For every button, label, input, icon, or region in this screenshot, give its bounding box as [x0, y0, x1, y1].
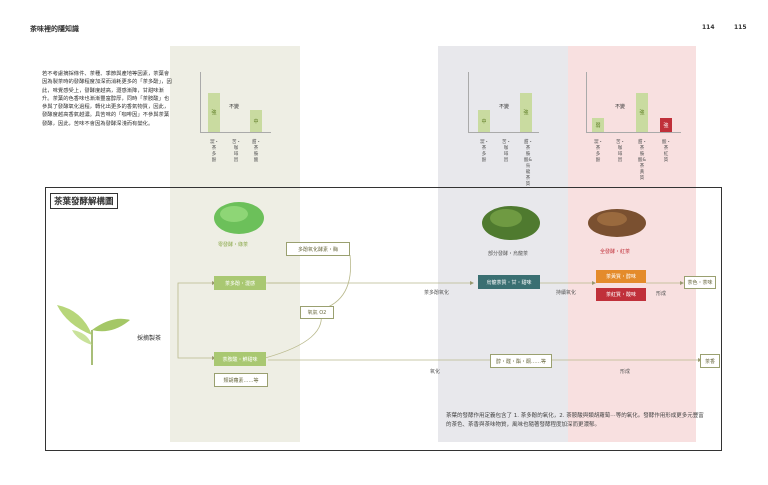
carotenoid-box: 類胡蘿素……等 [214, 373, 268, 387]
bar-label-sweetness: 甜・茶胺酸&烏龍茶質 [524, 140, 533, 187]
bar-sourness: 強 [660, 118, 672, 132]
bar-label-bitterness: 苦・咖啡因 [616, 140, 625, 163]
bar-sweetness: 中 [250, 110, 262, 132]
black-tea-label: 全發酵・紅茶 [600, 249, 631, 255]
continue-oxidation-label: 持續氧化 [556, 290, 577, 296]
bar-label-sourness: 酸・茶紅質 [662, 140, 671, 163]
bar-bitterness: 不變 [498, 104, 509, 110]
enzyme-box: 多酚氧化酵素・酶 [286, 242, 350, 256]
oxidation-label-2: 氧化 [430, 369, 441, 375]
oolong-leaves-icon [482, 206, 540, 240]
intro-text: 若不考慮摘採條件、茶種、季節與產地等因素，茶葉會因為製茶時的發酵程度加深而消耗更… [42, 71, 172, 127]
page-number-right: 115 [734, 24, 747, 31]
thearubigin-box: 茶紅質・酸味 [596, 288, 646, 301]
bar-sweetness: 強 [636, 93, 648, 132]
polyphenol-box: 茶多酚・澀感 [214, 276, 266, 290]
bar-sweetness: 強 [520, 93, 532, 132]
aroma-box: 茶香 [700, 354, 720, 368]
theaflavin-box: 茶黃質・醇味 [596, 270, 646, 283]
bar-label-astringency: 澀・茶多酚 [594, 140, 603, 163]
oxygen-box: 氧氣 O2 [300, 306, 334, 319]
fresh-tea-leaf-icon [57, 305, 130, 365]
oolong-label: 部分發酵・烏龍茶 [488, 251, 529, 257]
bar-label-bitterness: 苦・咖啡因 [232, 140, 241, 163]
bar-label-astringency: 澀・茶多酚 [210, 140, 219, 163]
bar-bitterness: 不變 [228, 104, 239, 110]
form-label-2: 形成 [620, 369, 631, 375]
diagram-title: 茶葉發酵解構圖 [50, 193, 118, 209]
color-taste-box: 茶色・茶味 [684, 276, 716, 289]
page-number-left: 114 [702, 24, 715, 31]
theanine-box: 茶胺酸・鮮甜味 [214, 352, 266, 366]
fresh-leaf-label: 採摘製茶 [137, 335, 162, 342]
oolong-substance-box: 烏龍茶質・甘・甜味 [478, 275, 540, 289]
black-tea-leaves-icon [588, 209, 646, 237]
form-label-1: 形成 [656, 291, 667, 297]
bar-astringency: 中 [478, 110, 490, 132]
black-tea-band [568, 46, 696, 442]
diagram-frame [45, 187, 722, 451]
bar-label-bitterness: 苦・咖啡因 [502, 140, 511, 163]
green-tea-label: 零發酵・綠茶 [218, 242, 249, 248]
oolong-band [438, 46, 568, 442]
bar-label-sweetness: 甜・茶胺酸 [252, 140, 261, 163]
diagram-caption: 茶葉的發酵作用定義包含了 1. 茶多酚的氧化，2. 茶胺酸與類胡蘿蔔⋯等的氧化。… [446, 413, 704, 428]
bar-bitterness: 不變 [614, 104, 625, 110]
bar-label-sweetness: 甜・茶胺酸&茶黃質 [638, 140, 647, 181]
bar-astringency: 弱 [592, 118, 604, 132]
aldehydes-box: 醇・醛・酯・酮……等 [490, 354, 552, 368]
section-title: 茶味裡的隱知識 [30, 25, 79, 33]
green-tea-leaves-icon [214, 202, 264, 234]
bar-astringency: 強 [208, 93, 220, 132]
oxidation-label: 茶多酚氧化 [424, 290, 450, 296]
bar-label-astringency: 澀・茶多酚 [480, 140, 489, 163]
